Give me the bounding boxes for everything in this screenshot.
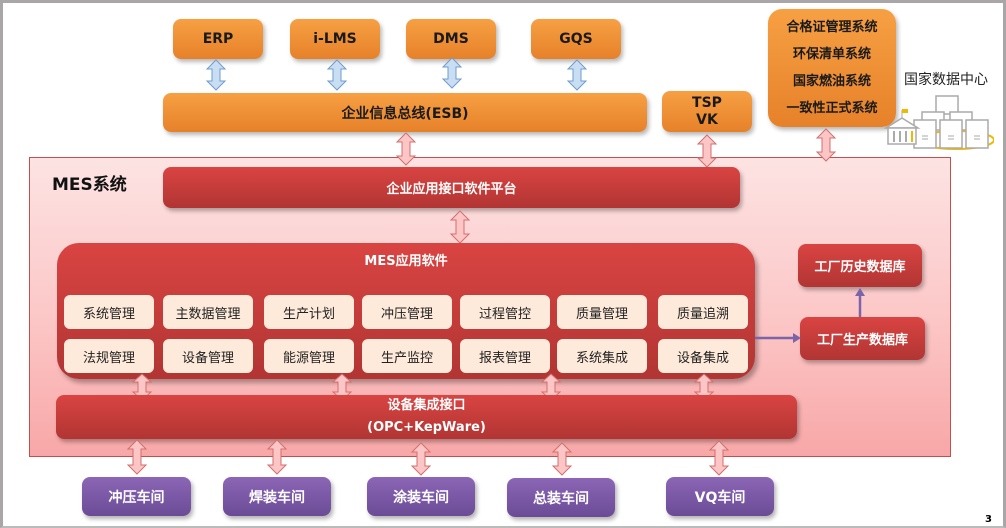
equipment-interface-bar: 设备集成接口 (OPC+KepWare) <box>56 395 797 439</box>
compliance-mes-arrow-icon <box>815 128 837 162</box>
workshop-vq-label: VQ车间 <box>694 489 746 506</box>
equipment-interface-label: 设备集成接口 <box>387 398 466 413</box>
production-database-label: 工厂生产数据库 <box>816 333 908 348</box>
environmental-list-system-label: 环保清单系统 <box>792 47 871 62</box>
interface-platform-label: 企业应用接口软件平台 <box>386 182 517 197</box>
module-item: 能源管理 <box>264 339 354 373</box>
national-fuel-system-label: 国家燃油系统 <box>792 74 871 89</box>
workshop-assembly-label: 总装车间 <box>533 490 589 507</box>
workshop-stamping: 冲压车间 <box>82 477 191 516</box>
mes-application-title: MES应用软件 <box>364 254 448 269</box>
module-item: 生产监控 <box>362 339 452 373</box>
tsp-box: TSP VK <box>662 91 752 132</box>
erp-esb-arrow-icon <box>205 59 227 91</box>
ilms-box: i-LMS <box>290 19 380 59</box>
opc-kepware-label: (OPC+KepWare) <box>367 420 486 435</box>
workshop-assembly: 总装车间 <box>507 478 615 517</box>
esb-bar: 企业信息总线(ESB) <box>163 93 647 132</box>
module-item: 系统管理 <box>64 295 154 329</box>
ilms-label: i-LMS <box>313 31 357 47</box>
module-label: 能源管理 <box>282 350 335 366</box>
module-item: 冲压管理 <box>362 295 452 329</box>
tsp-label: TSP <box>692 94 722 111</box>
module-label: 质量追溯 <box>676 306 729 322</box>
workshop-arrow-4-icon <box>551 442 573 476</box>
tsp-platform-arrow-icon <box>696 134 718 168</box>
module-item: 系统集成 <box>557 339 647 373</box>
gqs-box: GQS <box>531 19 621 59</box>
gqs-label: GQS <box>559 31 593 47</box>
module-label: 冲压管理 <box>380 306 433 322</box>
module-item: 设备集成 <box>658 339 748 373</box>
workshop-painting: 涂装车间 <box>367 477 475 516</box>
mes-system-title: MES系统 <box>52 175 127 195</box>
db-connector-arrows-icon <box>755 288 865 343</box>
module-item: 过程管控 <box>460 295 550 329</box>
dms-box: DMS <box>406 19 496 59</box>
workshop-arrow-3-icon <box>410 442 432 476</box>
module-item: 主数据管理 <box>163 295 253 329</box>
module-label: 生产监控 <box>380 350 433 366</box>
gqs-esb-arrow-icon <box>566 59 588 91</box>
certificate-system-label: 合格证管理系统 <box>786 20 878 35</box>
module-item: 法规管理 <box>64 339 154 373</box>
conformity-system-label: 一致性正式系统 <box>786 101 878 116</box>
erp-label: ERP <box>202 31 234 47</box>
module-item: 质量追溯 <box>658 295 748 329</box>
module-item: 报表管理 <box>460 339 550 373</box>
workshop-arrow-1-icon <box>126 439 148 475</box>
workshop-painting-label: 涂装车间 <box>393 489 449 506</box>
ilms-esb-arrow-icon <box>326 59 348 91</box>
workshop-vq: VQ车间 <box>666 477 774 516</box>
dms-label: DMS <box>433 31 469 47</box>
module-item: 质量管理 <box>557 295 647 329</box>
national-data-center-label: 国家数据中心 <box>904 72 988 88</box>
vk-label: VK <box>696 111 718 128</box>
module-label: 报表管理 <box>478 350 531 366</box>
module-label: 生产计划 <box>282 306 335 322</box>
platform-app-arrow-icon <box>449 210 471 244</box>
workshop-welding: 焊装车间 <box>223 477 331 516</box>
workshop-arrow-2-icon <box>266 439 288 475</box>
workshop-stamping-label: 冲压车间 <box>108 489 165 506</box>
erp-box: ERP <box>173 19 263 59</box>
interface-platform-bar: 企业应用接口软件平台 <box>163 167 740 208</box>
module-label: 系统管理 <box>82 306 135 322</box>
workshop-arrow-5-icon <box>708 440 730 476</box>
history-database-label: 工厂历史数据库 <box>814 260 906 275</box>
module-label: 法规管理 <box>82 350 135 366</box>
page-number: 3 <box>985 514 992 525</box>
esb-label: 企业信息总线(ESB) <box>341 105 469 122</box>
workshop-welding-label: 焊装车间 <box>249 489 305 506</box>
esb-platform-arrow-icon <box>395 132 417 166</box>
module-label: 设备管理 <box>181 350 234 366</box>
module-label: 设备集成 <box>676 350 729 366</box>
module-label: 系统集成 <box>575 350 628 366</box>
module-label: 主数据管理 <box>175 306 241 322</box>
module-item: 设备管理 <box>163 339 253 373</box>
dms-esb-arrow-icon <box>441 57 463 89</box>
history-database-box: 工厂历史数据库 <box>798 244 922 287</box>
module-label: 质量管理 <box>575 306 628 322</box>
production-database-box: 工厂生产数据库 <box>800 317 925 360</box>
datacenter-icon <box>884 95 994 150</box>
module-item: 生产计划 <box>264 295 354 329</box>
module-label: 过程管控 <box>478 306 531 322</box>
compliance-systems-box: 合格证管理系统 环保清单系统 国家燃油系统 一致性正式系统 <box>768 9 896 127</box>
